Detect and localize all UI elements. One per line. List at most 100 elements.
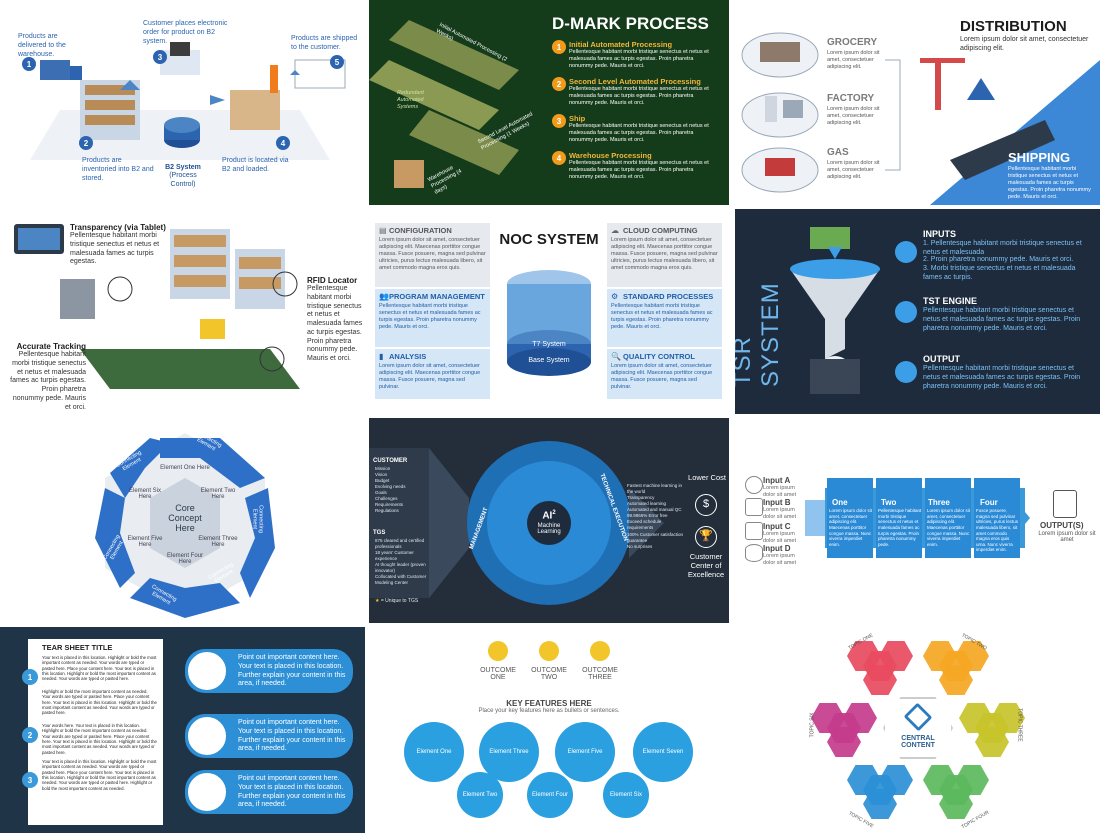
panel-warehouse-tracking: Transparency (via Tablet) Pellentesque h…	[0, 209, 365, 414]
step-number: 2	[552, 77, 566, 91]
step-number: 1	[552, 40, 566, 54]
step-number: 2	[79, 136, 93, 150]
card-configuration: CONFIGURATION Lorem ipsum dolor sit amet…	[375, 223, 490, 287]
input-title: Input D	[763, 544, 791, 553]
card-title: STANDARD PROCESSES	[623, 292, 714, 301]
inputs-item: 2. Proin pharetra nonummy pede. Mauris e…	[923, 256, 1074, 263]
panel-inputs-outputs-process: Input A Lorem ipsum dolor sit amet Input…	[735, 418, 1100, 623]
panel-tear-sheet: TEAR SHEET TITLE Your text is placed in …	[0, 627, 365, 833]
document-icon: ▤	[379, 226, 387, 235]
category-title: GROCERY	[827, 37, 878, 48]
hexagon-group	[735, 627, 1100, 833]
outcome-label: OUTCOME ONE	[480, 667, 516, 681]
step-number: 3	[153, 50, 167, 64]
ai-title-sup: 2	[552, 510, 556, 516]
topic-hexagon	[863, 665, 897, 695]
card-title: QUALITY CONTROL	[623, 352, 695, 361]
trophy-icon: 🏆	[695, 526, 717, 548]
gear-label: Element Three	[489, 749, 529, 755]
ai-subtitle: Machine Learning	[537, 523, 561, 535]
ai-title: AI2	[529, 510, 569, 521]
card-body: Lorem ipsum dolor sit amet, consectetuer…	[379, 363, 481, 390]
gear-label: Element Five	[567, 749, 603, 755]
central-hexagon	[883, 697, 953, 759]
card-program-management: PROGRAM MANAGEMENT Pellentesque habitant…	[375, 289, 490, 347]
category-body: Lorem ipsum dolor sit amet, consectetuer…	[827, 106, 880, 126]
callout-body: Pellentesque habitant morbi tristique se…	[307, 285, 363, 362]
result-item: Exceed schedule requirements	[627, 519, 662, 531]
results-list: Fastest machine learning in the world Tr…	[627, 483, 687, 550]
shipping-body: Pellentesque habitant morbi tristique se…	[1008, 166, 1091, 200]
card-title: ANALYSIS	[389, 352, 427, 361]
tear-sheet-title: TEAR SHEET TITLE	[42, 643, 113, 652]
tgs-item: 875 cleared and certified professionals	[375, 538, 425, 550]
customer-title: CUSTOMER	[373, 458, 408, 464]
callout-title: RFID Locator	[307, 276, 358, 285]
gear-element: Element Six	[603, 772, 649, 818]
callout-number: 1	[22, 669, 38, 685]
step-text: Customer places electronic order for pro…	[143, 20, 228, 45]
customer-item: Vision	[375, 472, 388, 478]
card-body: Lorem ipsum dolor sit amet, consectetuer…	[611, 237, 718, 271]
cycle-illustration	[95, 433, 275, 618]
topic-label: TOPIC SIX	[809, 712, 816, 738]
tear-sheet-page	[28, 639, 163, 825]
gear-label: Element Seven	[642, 749, 684, 755]
category-body: Lorem ipsum dolor sit amet, consectetuer…	[827, 160, 880, 180]
step-title: Initial Automated Processing	[569, 40, 673, 49]
step-body: Lorem ipsum dolor sit amet, consectetuer…	[927, 508, 971, 547]
topic-hexagon	[975, 727, 1009, 757]
result-item: 99.9966% Error free	[627, 513, 668, 519]
gear-label: Element Four	[531, 792, 568, 798]
process-illustration	[30, 42, 346, 160]
gear-element: Element Five	[555, 722, 615, 782]
input-title: Input C	[763, 522, 791, 531]
noc-title: NOC SYSTEM	[499, 231, 599, 248]
callout-pill: Point out important content here. Your t…	[185, 770, 353, 814]
topic-hexagon	[939, 665, 973, 695]
output-title: OUTPUT(S)	[1040, 521, 1084, 530]
topic-hexagon	[827, 727, 861, 757]
customer-item: Budget	[375, 478, 390, 484]
result-item: Automated and manual QC	[627, 507, 682, 513]
element-label: Element Six Here	[128, 488, 161, 500]
distribution-title: DISTRIBUTION	[960, 18, 1067, 35]
topic-hexagon	[863, 789, 897, 819]
panel-noc-system: CONFIGURATION Lorem ipsum dolor sit amet…	[369, 209, 729, 414]
outcome-icon	[590, 641, 610, 661]
card-cloud-computing: CLOUD COMPUTING Lorem ipsum dolor sit am…	[607, 223, 722, 287]
step-title: Four	[980, 498, 998, 507]
features-subtitle: Place your key features here as bullets …	[478, 708, 620, 714]
funnel-illustration	[790, 227, 880, 394]
gear-label: Element Two	[462, 792, 498, 798]
step-title: Warehouse Processing	[569, 151, 652, 160]
ai-wheel-illustration	[429, 441, 664, 605]
callout-body: Pellentesque habitant morbi tristique se…	[70, 232, 160, 266]
outcome-label: OUTCOME TWO	[531, 667, 567, 681]
tear-sheet-para: Your words here. Your text is placed in …	[42, 723, 157, 755]
search-icon: 🔍	[611, 352, 621, 361]
crane-icon	[185, 770, 229, 814]
step-title: Second Level Automated Processing	[569, 77, 701, 86]
tgs-item: Collocated with Customer Modeling Center	[375, 574, 427, 586]
panel-central-content-hexagons: CENTRAL CONTENT TOPIC ONE TOPIC TWO TOPI…	[735, 627, 1100, 833]
category-body: Lorem ipsum dolor sit amet, consectetuer…	[827, 50, 880, 70]
panel-key-features-gears: OUTCOME ONE OUTCOME TWO OUTCOME THREE KE…	[369, 627, 729, 833]
central-content-label: CENTRAL CONTENT	[901, 735, 935, 749]
engine-body: Pellentesque habitant morbi tristique se…	[923, 307, 1081, 332]
card-title: CLOUD COMPUTING	[623, 226, 698, 235]
lower-cost-label: Lower Cost	[688, 473, 726, 482]
base-system-label: Base System	[528, 357, 570, 364]
inputs-item: 1. Pellentesque habitant morbi tristique…	[923, 240, 1082, 256]
element-label: Element Two Here	[200, 488, 236, 500]
customer-item: Mission	[375, 466, 391, 471]
input-body: Lorem ipsum dolor sit amet	[763, 553, 797, 566]
gear-element: Element One	[404, 722, 464, 782]
result-item: Automated learning	[627, 501, 667, 507]
step-body: Pellentesque habitant morbi tristique se…	[569, 49, 709, 69]
step-number: 4	[276, 136, 290, 150]
element-label: Element Four Here	[166, 553, 203, 565]
callout-number: 3	[22, 772, 38, 788]
card-title: CONFIGURATION	[389, 226, 452, 235]
tgs-title: TGS	[373, 530, 386, 536]
